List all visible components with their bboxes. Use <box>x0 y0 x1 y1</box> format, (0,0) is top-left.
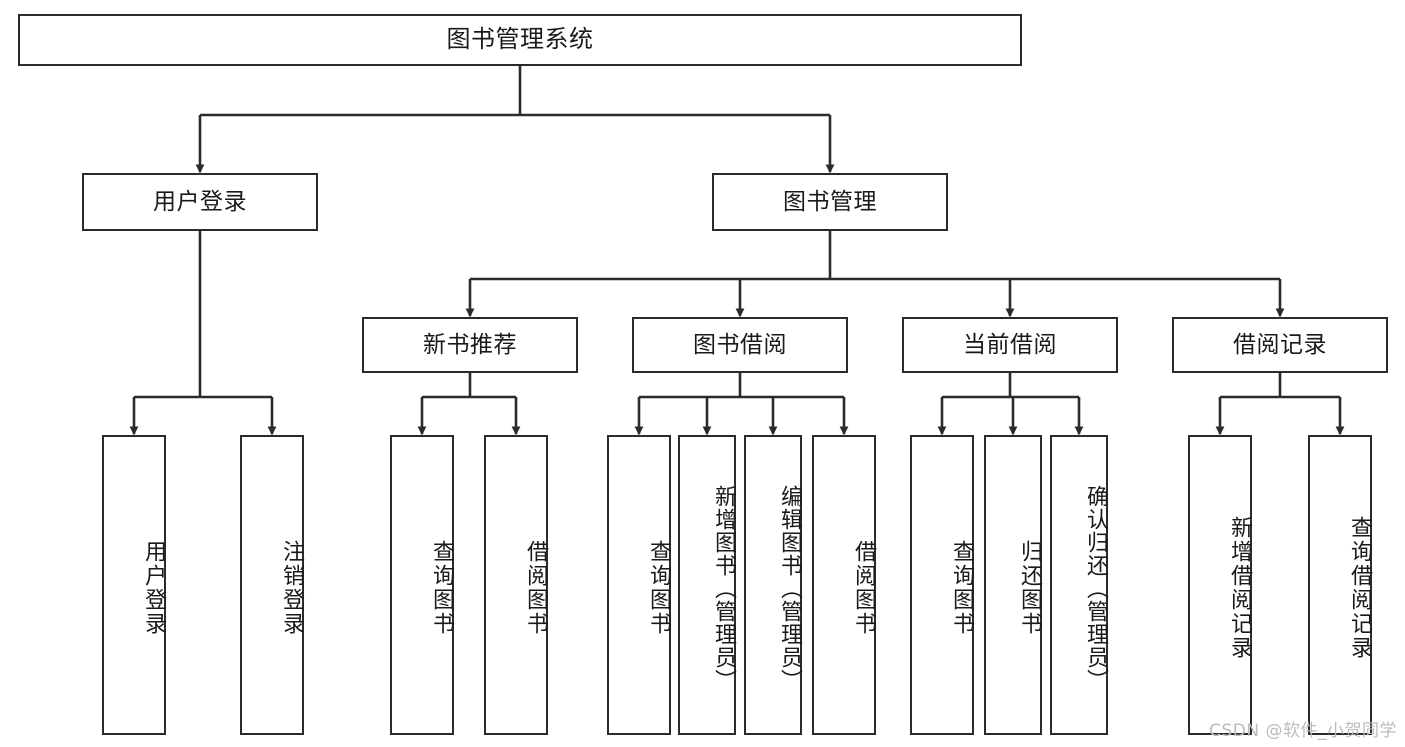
node-book-borrow[interactable]: 图书借阅 <box>632 317 848 373</box>
node-leaf-add-record[interactable]: 新增借阅记录 <box>1188 435 1252 735</box>
node-label: 查询图书 <box>429 540 454 636</box>
node-leaf-borrow-book-2[interactable]: 借阅图书 <box>812 435 876 735</box>
node-book-manage[interactable]: 图书管理 <box>712 173 948 231</box>
node-leaf-borrow-book-1[interactable]: 借阅图书 <box>484 435 548 735</box>
node-label: 归还图书 <box>1017 540 1042 636</box>
node-label: 图书借阅 <box>693 331 787 358</box>
node-leaf-query-book-2[interactable]: 查询图书 <box>607 435 671 735</box>
node-borrow-record[interactable]: 借阅记录 <box>1172 317 1388 373</box>
node-leaf-return-book[interactable]: 归还图书 <box>984 435 1042 735</box>
node-label: 注销登录 <box>279 540 304 636</box>
node-label: 新增借阅记录 <box>1227 516 1252 660</box>
node-label: 查询借阅记录 <box>1347 516 1372 660</box>
node-label: 用户登录 <box>141 540 166 636</box>
node-label: 确认归还（管理员） <box>1083 484 1108 692</box>
node-label: 编辑图书（管理员） <box>777 484 802 692</box>
node-leaf-user-login[interactable]: 用户登录 <box>102 435 166 735</box>
node-label: 查询图书 <box>949 540 974 636</box>
watermark-text: CSDN @软件_小贺同学 <box>1209 721 1397 741</box>
node-user-login[interactable]: 用户登录 <box>82 173 318 231</box>
node-label: 图书管理系统 <box>446 25 594 54</box>
node-label: 借阅图书 <box>851 540 876 636</box>
node-label: 查询图书 <box>646 540 671 636</box>
node-leaf-confirm-return[interactable]: 确认归还（管理员） <box>1050 435 1108 735</box>
node-leaf-user-logout[interactable]: 注销登录 <box>240 435 304 735</box>
node-label: 当前借阅 <box>963 331 1057 358</box>
node-leaf-query-book-3[interactable]: 查询图书 <box>910 435 974 735</box>
node-current-borrow[interactable]: 当前借阅 <box>902 317 1118 373</box>
node-leaf-query-record[interactable]: 查询借阅记录 <box>1308 435 1372 735</box>
node-label: 新书推荐 <box>423 331 517 358</box>
node-label: 借阅图书 <box>523 540 548 636</box>
node-label: 新增图书（管理员） <box>711 484 736 692</box>
node-new-book-rec[interactable]: 新书推荐 <box>362 317 578 373</box>
node-label: 用户登录 <box>153 188 247 215</box>
node-leaf-query-book-1[interactable]: 查询图书 <box>390 435 454 735</box>
node-label: 借阅记录 <box>1233 331 1327 358</box>
node-leaf-add-book[interactable]: 新增图书（管理员） <box>678 435 736 735</box>
node-label: 图书管理 <box>783 188 877 215</box>
node-leaf-edit-book[interactable]: 编辑图书（管理员） <box>744 435 802 735</box>
node-root-root[interactable]: 图书管理系统 <box>18 14 1022 66</box>
edge-paths <box>129 66 1345 436</box>
